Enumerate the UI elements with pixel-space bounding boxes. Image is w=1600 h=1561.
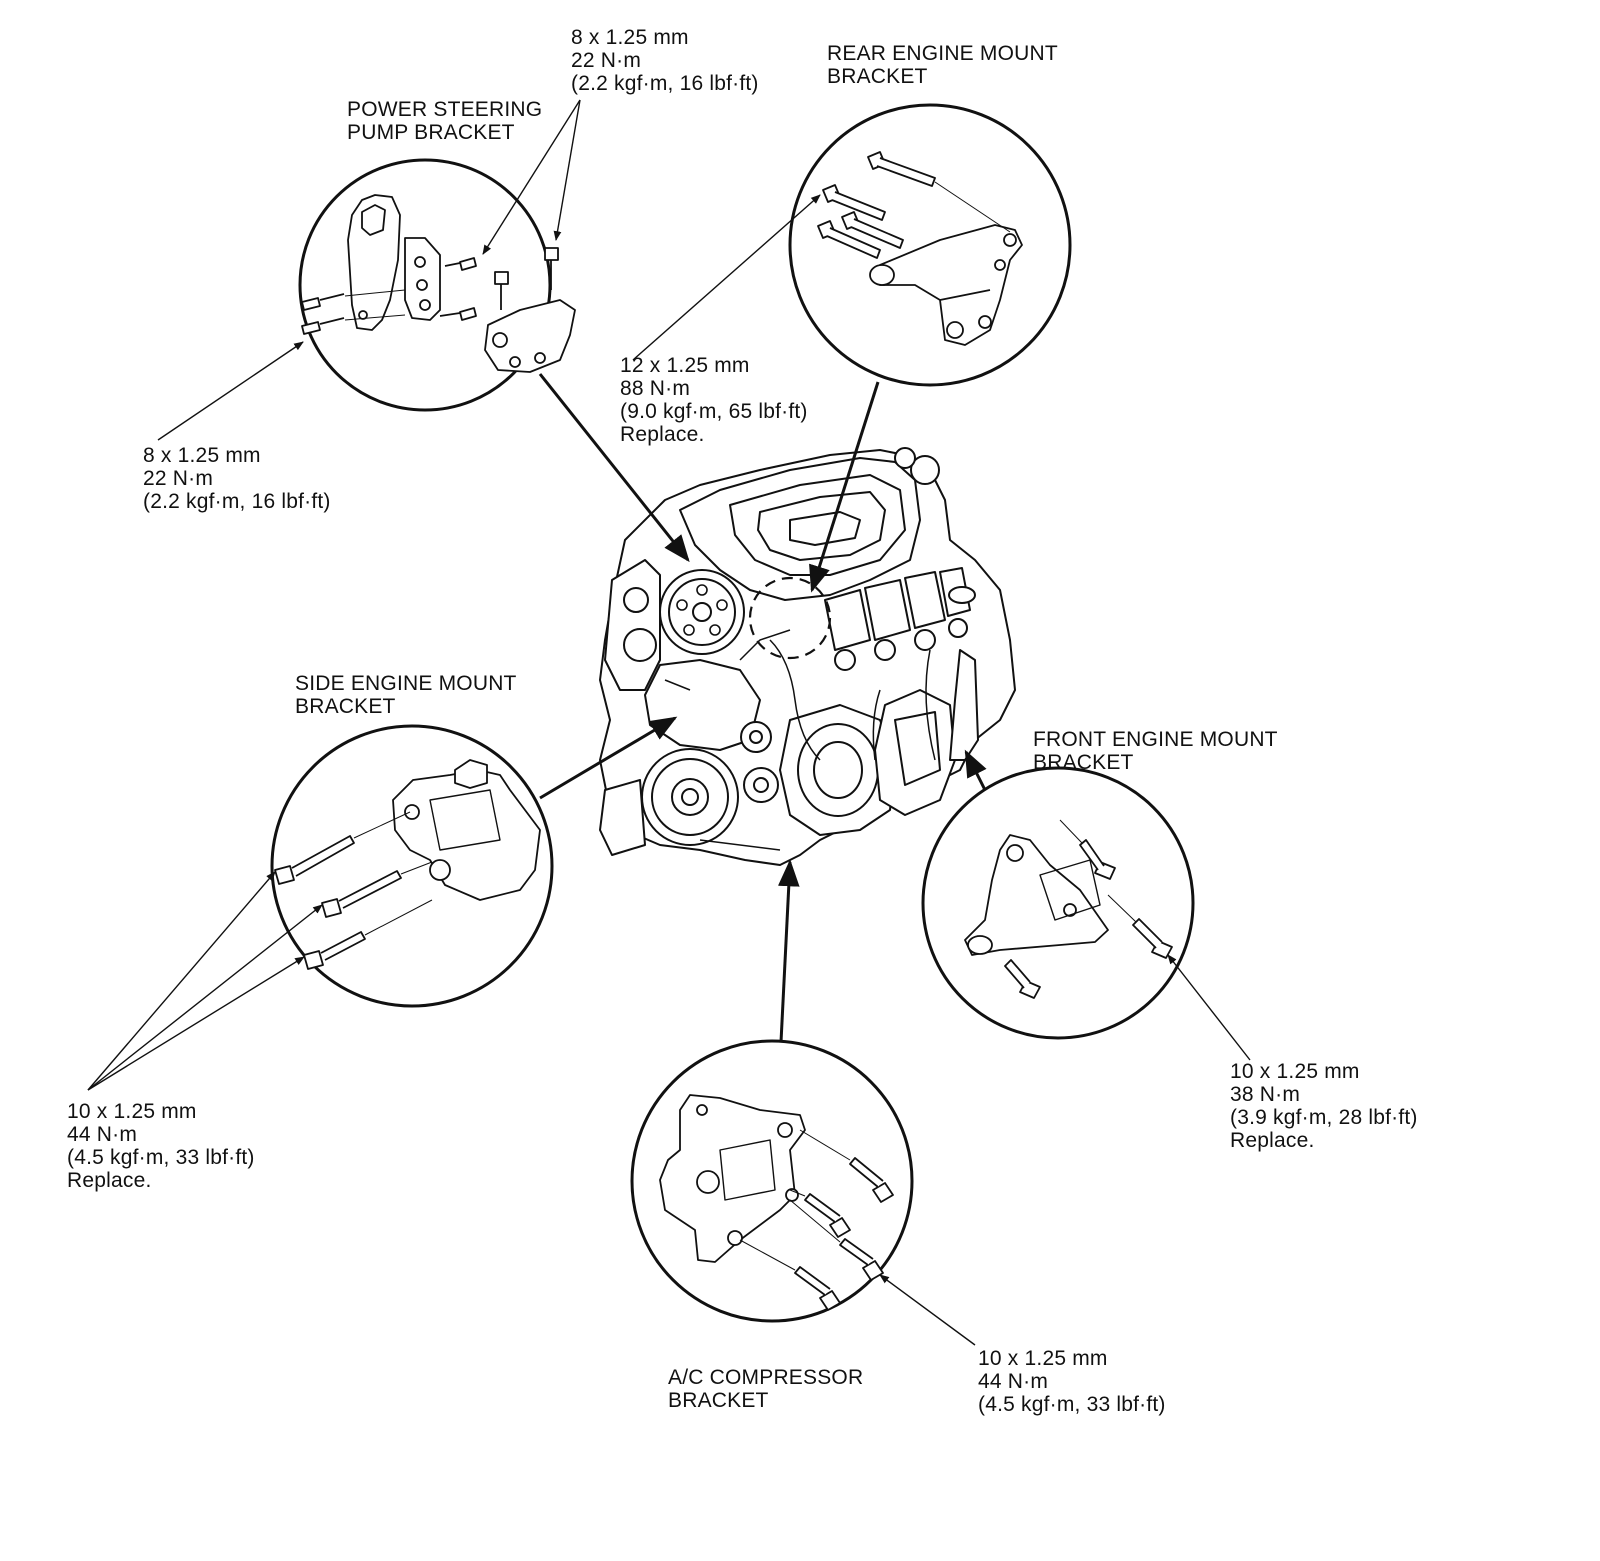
- side-bolt-spec: 10 x 1.25 mm 44 N·m (4.5 kgf·m, 33 lbf·f…: [67, 1100, 255, 1192]
- label-line: BRACKET: [295, 695, 396, 718]
- spec-torque-alt: (9.0 kgf·m, 65 lbf·ft): [620, 400, 808, 423]
- leader-lines: [87, 99, 1251, 1346]
- ps-top-bolt-spec: 8 x 1.25 mm 22 N·m (2.2 kgf·m, 16 lbf·ft…: [571, 26, 759, 95]
- side-engine-mount-bracket-parts: [274, 759, 541, 970]
- spec-torque-alt: (4.5 kgf·m, 33 lbf·ft): [67, 1146, 255, 1169]
- spec-size: 8 x 1.25 mm: [571, 26, 689, 49]
- spec-torque-alt: (3.9 kgf·m, 28 lbf·ft): [1230, 1106, 1418, 1129]
- spec-torque-alt: (4.5 kgf·m, 33 lbf·ft): [978, 1393, 1166, 1416]
- front-engine-mount-bracket-label: FRONT ENGINE MOUNT BRACKET: [1033, 728, 1278, 774]
- ac-compressor-bracket-label: A/C COMPRESSOR BRACKET: [668, 1366, 863, 1412]
- spec-torque: 88 N·m: [620, 377, 691, 400]
- label-line: PUMP BRACKET: [347, 121, 515, 144]
- spec-torque: 38 N·m: [1230, 1083, 1301, 1106]
- connector-arrows: [538, 373, 987, 1043]
- label-line: SIDE ENGINE MOUNT: [295, 672, 517, 695]
- label-line: A/C COMPRESSOR: [668, 1366, 864, 1389]
- rear-engine-mount-bracket-label: REAR ENGINE MOUNT BRACKET: [827, 42, 1058, 88]
- spec-note: Replace.: [620, 423, 705, 446]
- spec-size: 10 x 1.25 mm: [67, 1100, 197, 1123]
- spec-note: Replace.: [67, 1169, 152, 1192]
- rear-engine-mount-bracket-parts: [817, 151, 1023, 346]
- label-line: BRACKET: [827, 65, 928, 88]
- spec-torque: 44 N·m: [67, 1123, 138, 1146]
- label-line: FRONT ENGINE MOUNT: [1033, 728, 1278, 751]
- side-engine-mount-bracket-label: SIDE ENGINE MOUNT BRACKET: [295, 672, 517, 718]
- ac-bolt-spec: 10 x 1.25 mm 44 N·m (4.5 kgf·m, 33 lbf·f…: [978, 1347, 1166, 1416]
- front-bolt-spec: 10 x 1.25 mm 38 N·m (3.9 kgf·m, 28 lbf·f…: [1230, 1060, 1418, 1152]
- label-line: BRACKET: [1033, 751, 1134, 774]
- spec-size: 10 x 1.25 mm: [978, 1347, 1108, 1370]
- spec-torque-alt: (2.2 kgf·m, 16 lbf·ft): [571, 72, 759, 95]
- spec-torque: 22 N·m: [571, 49, 642, 72]
- power-steering-bracket-label: POWER STEERING PUMP BRACKET: [347, 98, 542, 144]
- spec-note: Replace.: [1230, 1129, 1315, 1152]
- rear-mount-location-marker: [748, 576, 832, 660]
- spec-torque-alt: (2.2 kgf·m, 16 lbf·ft): [143, 490, 331, 513]
- ps-left-bolt-spec: 8 x 1.25 mm 22 N·m (2.2 kgf·m, 16 lbf·ft…: [143, 444, 331, 513]
- ac-compressor-bracket-parts: [659, 1094, 894, 1311]
- label-line: POWER STEERING: [347, 98, 543, 121]
- spec-size: 8 x 1.25 mm: [143, 444, 261, 467]
- spec-torque: 44 N·m: [978, 1370, 1049, 1393]
- power-steering-bracket-parts: [301, 194, 576, 373]
- spec-size: 10 x 1.25 mm: [1230, 1060, 1360, 1083]
- spec-torque: 22 N·m: [143, 467, 214, 490]
- rear-bolt-spec: 12 x 1.25 mm 88 N·m (9.0 kgf·m, 65 lbf·f…: [620, 354, 808, 446]
- label-line: BRACKET: [668, 1389, 769, 1412]
- spec-size: 12 x 1.25 mm: [620, 354, 750, 377]
- engine-illustration: [599, 447, 1016, 866]
- label-line: REAR ENGINE MOUNT: [827, 42, 1058, 65]
- front-engine-mount-bracket-parts: [964, 819, 1173, 999]
